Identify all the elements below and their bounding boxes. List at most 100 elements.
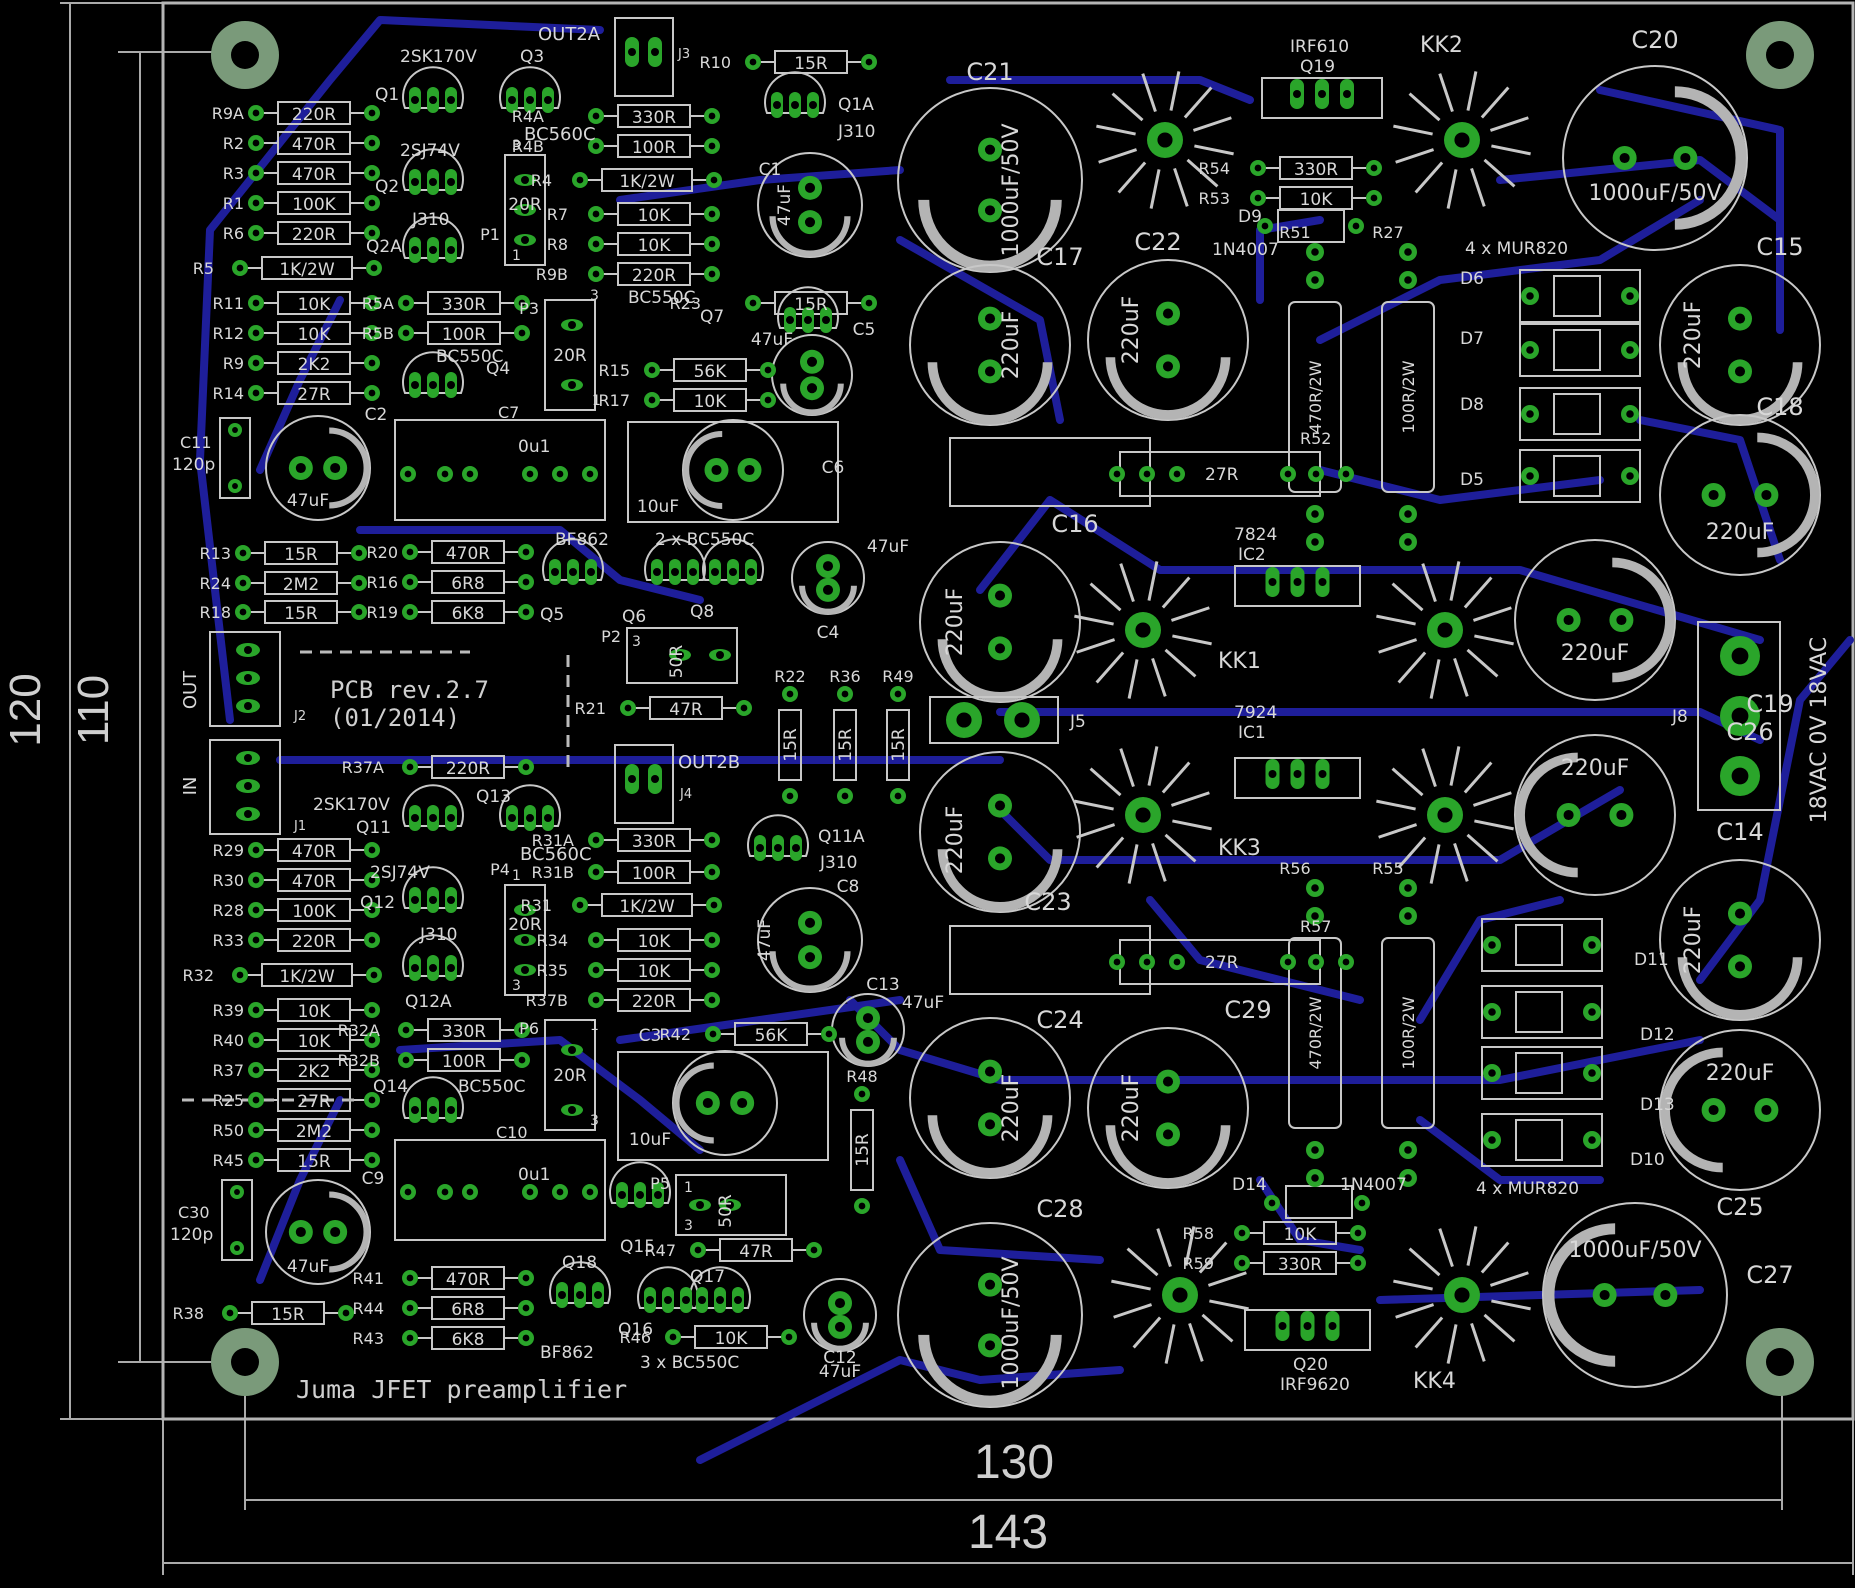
drill-hole <box>636 1191 644 1199</box>
capacitor-value-C26: 220uF <box>1561 756 1630 781</box>
heatsink-fin <box>1089 582 1122 612</box>
semi-ref-Q20: Q20 <box>1293 1355 1328 1375</box>
drill-hole <box>551 568 559 576</box>
drill-hole <box>682 1296 690 1304</box>
drill-hole <box>521 906 529 914</box>
capacitor-polarity-arc <box>1515 752 1578 878</box>
resistor-value-R1: 100K <box>292 195 336 215</box>
semi-ref-D12: D12 <box>1640 1025 1675 1045</box>
drill-hole <box>1404 912 1412 920</box>
capacitor-polarity-arc <box>329 427 370 509</box>
semi-ref-Q2: Q2 <box>375 177 399 197</box>
capacitor-ref-C20: C20 <box>1631 26 1678 54</box>
drill-hole <box>252 936 260 944</box>
resistor-ref-R55: R55 <box>1372 859 1403 878</box>
heatsink-fin <box>1113 1303 1153 1319</box>
copper-trace <box>976 496 1764 644</box>
drill-hole <box>1014 712 1030 728</box>
drill-hole <box>1488 1136 1496 1144</box>
drill-hole <box>429 246 437 254</box>
trimmer-ref-P4: P4 <box>490 860 510 879</box>
drill-hole <box>239 608 247 616</box>
drill-hole <box>411 96 419 104</box>
drill-hole <box>696 1201 704 1209</box>
trimmer-value-P5: 50R <box>716 1194 736 1228</box>
drill-hole <box>587 568 595 576</box>
copper-trace <box>996 708 1764 744</box>
capacitor-value-C29: 220uF <box>1119 1074 1144 1143</box>
drill-hole <box>368 846 376 854</box>
capacitor-value-C4: 47uF <box>867 537 909 557</box>
resistor-ref-R31B: R31B <box>532 863 574 882</box>
drill-hole <box>1437 807 1453 823</box>
heatsink-fin <box>1449 746 1461 786</box>
capacitor-ref-C12: C12 <box>823 1348 857 1368</box>
drill-hole <box>1162 1129 1174 1140</box>
trimmer-ref-P2: P2 <box>601 627 621 646</box>
drill-hole <box>411 814 419 822</box>
semi-ref-D14: D14 <box>1232 1175 1267 1195</box>
trimmer-value-P1: 20R <box>508 195 542 215</box>
drill-hole <box>1404 538 1412 546</box>
resistor-value-R39: 10K <box>298 1002 332 1022</box>
transistor-Q12A <box>402 934 464 977</box>
resistor-value-R56: 470R/2W <box>1306 996 1325 1069</box>
heatsink-fin <box>1194 144 1234 156</box>
copper-trace <box>1496 156 1784 224</box>
drill-hole <box>865 299 873 307</box>
transistor-Q11 <box>402 784 464 827</box>
drill-hole <box>592 240 600 248</box>
resistor-ref-R42: R42 <box>660 1025 691 1044</box>
drill-hole <box>1311 912 1319 920</box>
drill-hole <box>406 1304 414 1312</box>
drill-hole <box>508 96 516 104</box>
semi-ref-Q17: Q17 <box>690 1267 725 1287</box>
resistor-ref-R10: R10 <box>700 53 731 72</box>
semi-ref-D7: D7 <box>1460 329 1484 349</box>
drill-hole <box>522 1334 530 1342</box>
capacitor-value-C3: 10uF <box>629 1130 671 1150</box>
drill-hole <box>1135 622 1151 638</box>
connector-ref-J1: J1 <box>293 819 306 834</box>
resistor-ref-R43: R43 <box>353 1329 384 1348</box>
heatsink-ref-KK2: KK2 <box>1420 33 1463 58</box>
capacitor-value-C28: 1000uF/50V <box>999 1256 1024 1389</box>
drill-hole <box>447 178 455 186</box>
semi-ref-Q5: Q5 <box>540 605 564 625</box>
resistor-value-R9: 2K2 <box>298 355 331 375</box>
trimmer-ref-P6: P6 <box>519 1019 539 1038</box>
heatsink-fin <box>1480 86 1510 119</box>
drill-hole <box>406 763 414 771</box>
drill-hole <box>1318 578 1327 586</box>
copper-trace <box>696 1356 1124 1464</box>
drill-hole <box>411 1106 419 1114</box>
drill-hole <box>1238 1259 1246 1267</box>
trimmer-ref-P1: P1 <box>480 225 500 244</box>
capacitor-value-C1: 47uF <box>775 184 795 226</box>
copper-trace <box>1316 466 1604 504</box>
copper-trace <box>1316 196 1704 344</box>
resistor-ref-R4: R4 <box>531 171 552 190</box>
drill-hole <box>984 1119 996 1130</box>
resistor-ref-R49: R49 <box>882 667 913 686</box>
drill-hole <box>1761 1104 1772 1116</box>
resistor-ref-R37: R37 <box>213 1061 244 1080</box>
capacitor-value-C12: 47uF <box>819 1362 861 1382</box>
resistor-value-R11: 10K <box>298 295 332 315</box>
drill-hole <box>518 329 526 337</box>
transistor-Q15 <box>609 1161 671 1204</box>
drill-hole <box>1352 222 1360 230</box>
heatsink-fin <box>1414 1316 1444 1349</box>
capacitor-polarity-arc <box>1674 86 1747 230</box>
drill-hole <box>447 896 455 904</box>
heatsink-fin <box>1393 1279 1433 1291</box>
semi-ref-Q16: Q16 <box>618 1320 653 1340</box>
resistor-value-R2: 470R <box>292 135 336 155</box>
drill-hole <box>518 1056 526 1064</box>
heatsink-fin <box>1391 582 1424 612</box>
heatsink-fin <box>1147 561 1159 601</box>
heatsink-ref-KK1: KK1 <box>1218 649 1261 674</box>
heatsink-fin <box>1170 791 1210 807</box>
heatsink-fin <box>1076 823 1116 839</box>
drill-hole <box>370 264 378 272</box>
